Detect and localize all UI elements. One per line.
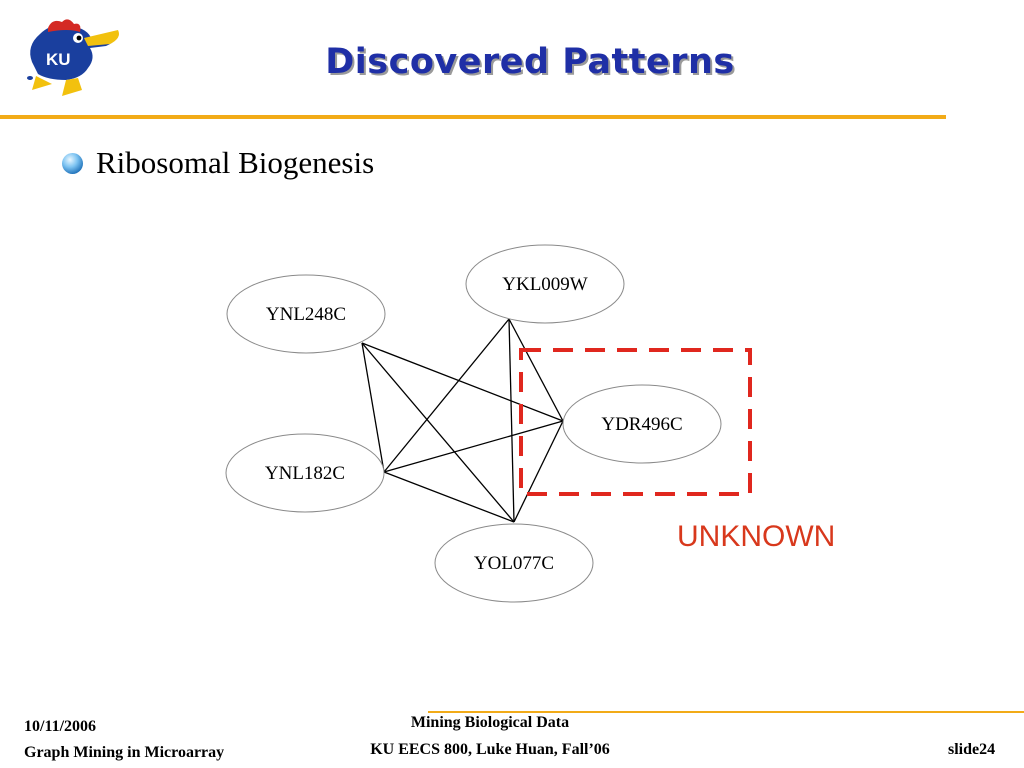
unknown-label: UNKNOWN bbox=[677, 520, 836, 553]
node-ellipse bbox=[225, 433, 385, 513]
node-label: YNL248C bbox=[266, 304, 346, 325]
node-label: YKL009W bbox=[502, 274, 588, 295]
node-ynl248c: YNL248C bbox=[226, 274, 386, 354]
node-ellipse bbox=[465, 244, 625, 324]
node-label: YOL077C bbox=[474, 553, 554, 574]
footer-date: 10/11/2006 bbox=[24, 718, 97, 735]
footer-topic: Graph Mining in Microarray bbox=[24, 744, 225, 761]
footer-course-info: KU EECS 800, Luke Huan, Fall’06 bbox=[370, 741, 610, 758]
ku-jayhawk-logo: KU bbox=[27, 19, 119, 96]
footer-course-title: Mining Biological Data bbox=[410, 714, 570, 731]
footer-divider bbox=[428, 711, 1024, 713]
edges-layer bbox=[361, 318, 564, 523]
footer-slide-number: slide24 bbox=[948, 741, 996, 758]
bullet-sphere-icon bbox=[62, 152, 83, 174]
node-label: YNL182C bbox=[265, 463, 345, 484]
nodes-layer: YNL248C YKL009W YDR496C YNL182C YOL077C bbox=[225, 244, 722, 603]
node-ellipse bbox=[226, 274, 386, 354]
edge-ykl009w-ydr496c bbox=[508, 318, 564, 422]
bullet-item: Ribosomal Biogenesis bbox=[62, 145, 374, 181]
node-ellipse bbox=[434, 523, 594, 603]
edge-ynl182c-yol077c bbox=[383, 471, 515, 523]
edge-ynl182c-ydr496c bbox=[383, 420, 564, 473]
svg-text:KU: KU bbox=[46, 50, 71, 69]
slide-title: Discovered Patterns bbox=[325, 42, 735, 82]
edge-ykl009w-yol077c bbox=[508, 318, 515, 523]
edge-ykl009w-ynl182c bbox=[383, 318, 510, 473]
edge-ynl248c-yol077c bbox=[361, 342, 515, 523]
node-ellipse bbox=[562, 384, 722, 464]
edge-ynl248c-ynl182c bbox=[361, 342, 385, 473]
node-ykl009w: YKL009W bbox=[465, 244, 625, 324]
node-label: YDR496C bbox=[601, 414, 682, 435]
bullet-text: Ribosomal Biogenesis bbox=[96, 145, 375, 180]
title-divider bbox=[0, 115, 946, 119]
unknown-highlight-box bbox=[519, 348, 752, 496]
edge-ynl248c-ydr496c bbox=[361, 342, 564, 422]
node-yol077c: YOL077C bbox=[434, 523, 594, 603]
node-ydr496c: YDR496C bbox=[562, 384, 722, 464]
edge-ydr496c-yol077c bbox=[513, 420, 564, 523]
node-ynl182c: YNL182C bbox=[225, 433, 385, 513]
